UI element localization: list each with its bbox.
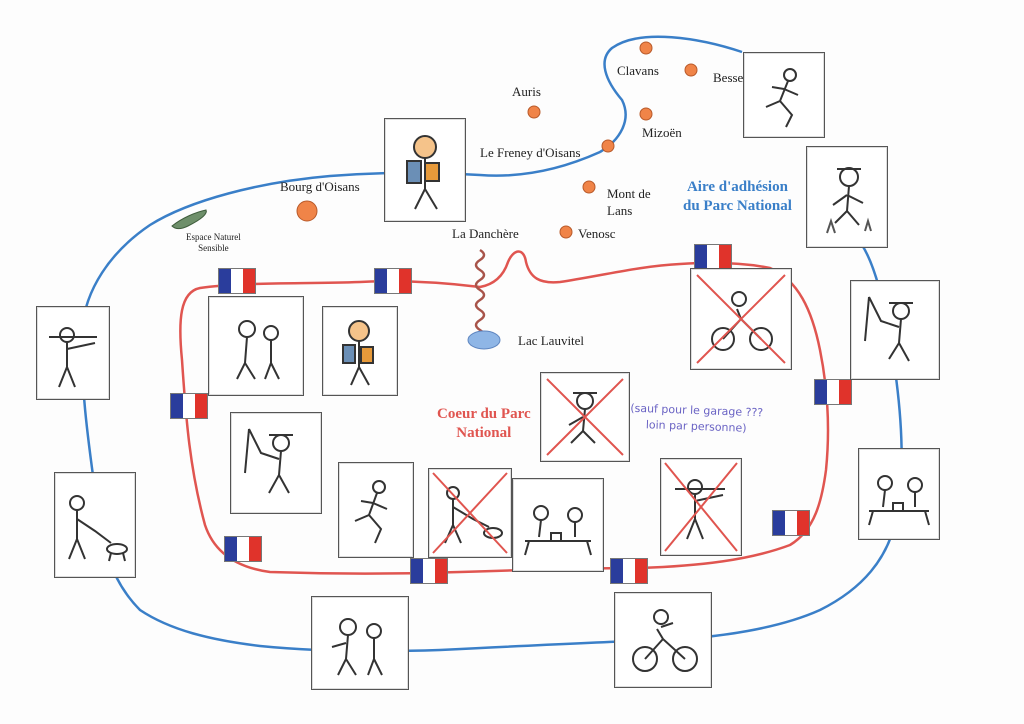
- label-le-freney: Le Freney d'Oisans: [480, 145, 581, 160]
- dot-auris: [527, 105, 541, 119]
- dot-le-freney: [601, 139, 615, 153]
- outer-zone-title-line2: du Parc National: [683, 198, 792, 214]
- inner-zone-title-line1: Coeur du Parc: [437, 406, 531, 422]
- french-flag-icon: [218, 268, 256, 294]
- activity-card-hiking-family-icon: [208, 296, 304, 396]
- activity-card-running-icon: [338, 462, 414, 558]
- activity-card-mountain-biking-icon: [614, 592, 712, 688]
- french-flag-icon: [694, 244, 732, 270]
- sensitive-area-shape: [171, 209, 207, 230]
- inner-zone-border: [179, 250, 830, 575]
- french-flag-icon: [170, 393, 208, 419]
- activity-card-running-icon: [743, 52, 825, 138]
- label-la-danchere: La Danchère: [452, 226, 519, 241]
- dot-bourg-doisans: [296, 200, 318, 222]
- activity-card-mountain-biking-forbidden-icon: [690, 268, 792, 370]
- handwritten-note: (sauf pour le garage ??? loin par person…: [629, 401, 763, 438]
- outer-zone-title-line1: Aire d'adhésion: [686, 179, 788, 195]
- activity-card-hiker-icon: [384, 118, 466, 222]
- label-venosc: Venosc: [578, 226, 616, 241]
- label-auris: Auris: [512, 84, 541, 99]
- activity-card-fishing-icon: [850, 280, 940, 380]
- activity-card-picking-plants-icon: [806, 146, 888, 248]
- inner-zone-title-line2: National: [456, 425, 512, 441]
- town-dots: [296, 41, 698, 239]
- label-espace-naturel: Espace Naturel Sensible: [186, 232, 241, 254]
- dot-venosc: [559, 225, 573, 239]
- label-espace-naturel-line1: Espace Naturel: [186, 232, 241, 242]
- activity-card-hunting-icon: [36, 306, 110, 400]
- dot-clavans: [639, 41, 653, 55]
- lake-lauvitel: [467, 330, 501, 350]
- label-besse: Besse: [713, 70, 744, 85]
- label-lac-lauvitel: Lac Lauvitel: [518, 333, 585, 348]
- dot-mont-de-lans: [582, 180, 596, 194]
- activity-card-picnic-icon: [858, 448, 940, 540]
- french-flag-icon: [772, 510, 810, 536]
- activity-card-hiking-family-icon: [311, 596, 409, 690]
- french-flag-icon: [610, 558, 648, 584]
- activity-card-picking-flowers-forbidden-icon: [540, 372, 630, 462]
- french-flag-icon: [410, 558, 448, 584]
- label-bourg-doisans: Bourg d'Oisans: [280, 179, 360, 194]
- activity-card-picnic-icon: [512, 478, 604, 572]
- french-flag-icon: [224, 536, 262, 562]
- activity-card-walking-dog-forbidden-icon: [428, 468, 512, 558]
- activity-card-fishing-icon: [230, 412, 322, 514]
- label-mont-de-lans-1: Mont de: [607, 186, 651, 201]
- label-espace-naturel-line2: Sensible: [198, 243, 229, 253]
- dot-mizoen: [639, 107, 653, 121]
- label-clavans: Clavans: [617, 63, 659, 78]
- activity-card-hiker-icon: [322, 306, 398, 396]
- activity-card-walking-dog-icon: [54, 472, 136, 578]
- french-flag-icon: [814, 379, 852, 405]
- dot-besse: [684, 63, 698, 77]
- label-mizoen: Mizoën: [642, 125, 682, 140]
- label-mont-de-lans-2: Lans: [607, 203, 633, 218]
- french-flag-icon: [374, 268, 412, 294]
- inner-zone-title: Coeur du Parc National: [437, 405, 531, 443]
- river: [474, 248, 486, 340]
- outer-zone-title: Aire d'adhésion du Parc National: [683, 178, 792, 216]
- activity-card-hunting-forbidden-icon: [660, 458, 742, 556]
